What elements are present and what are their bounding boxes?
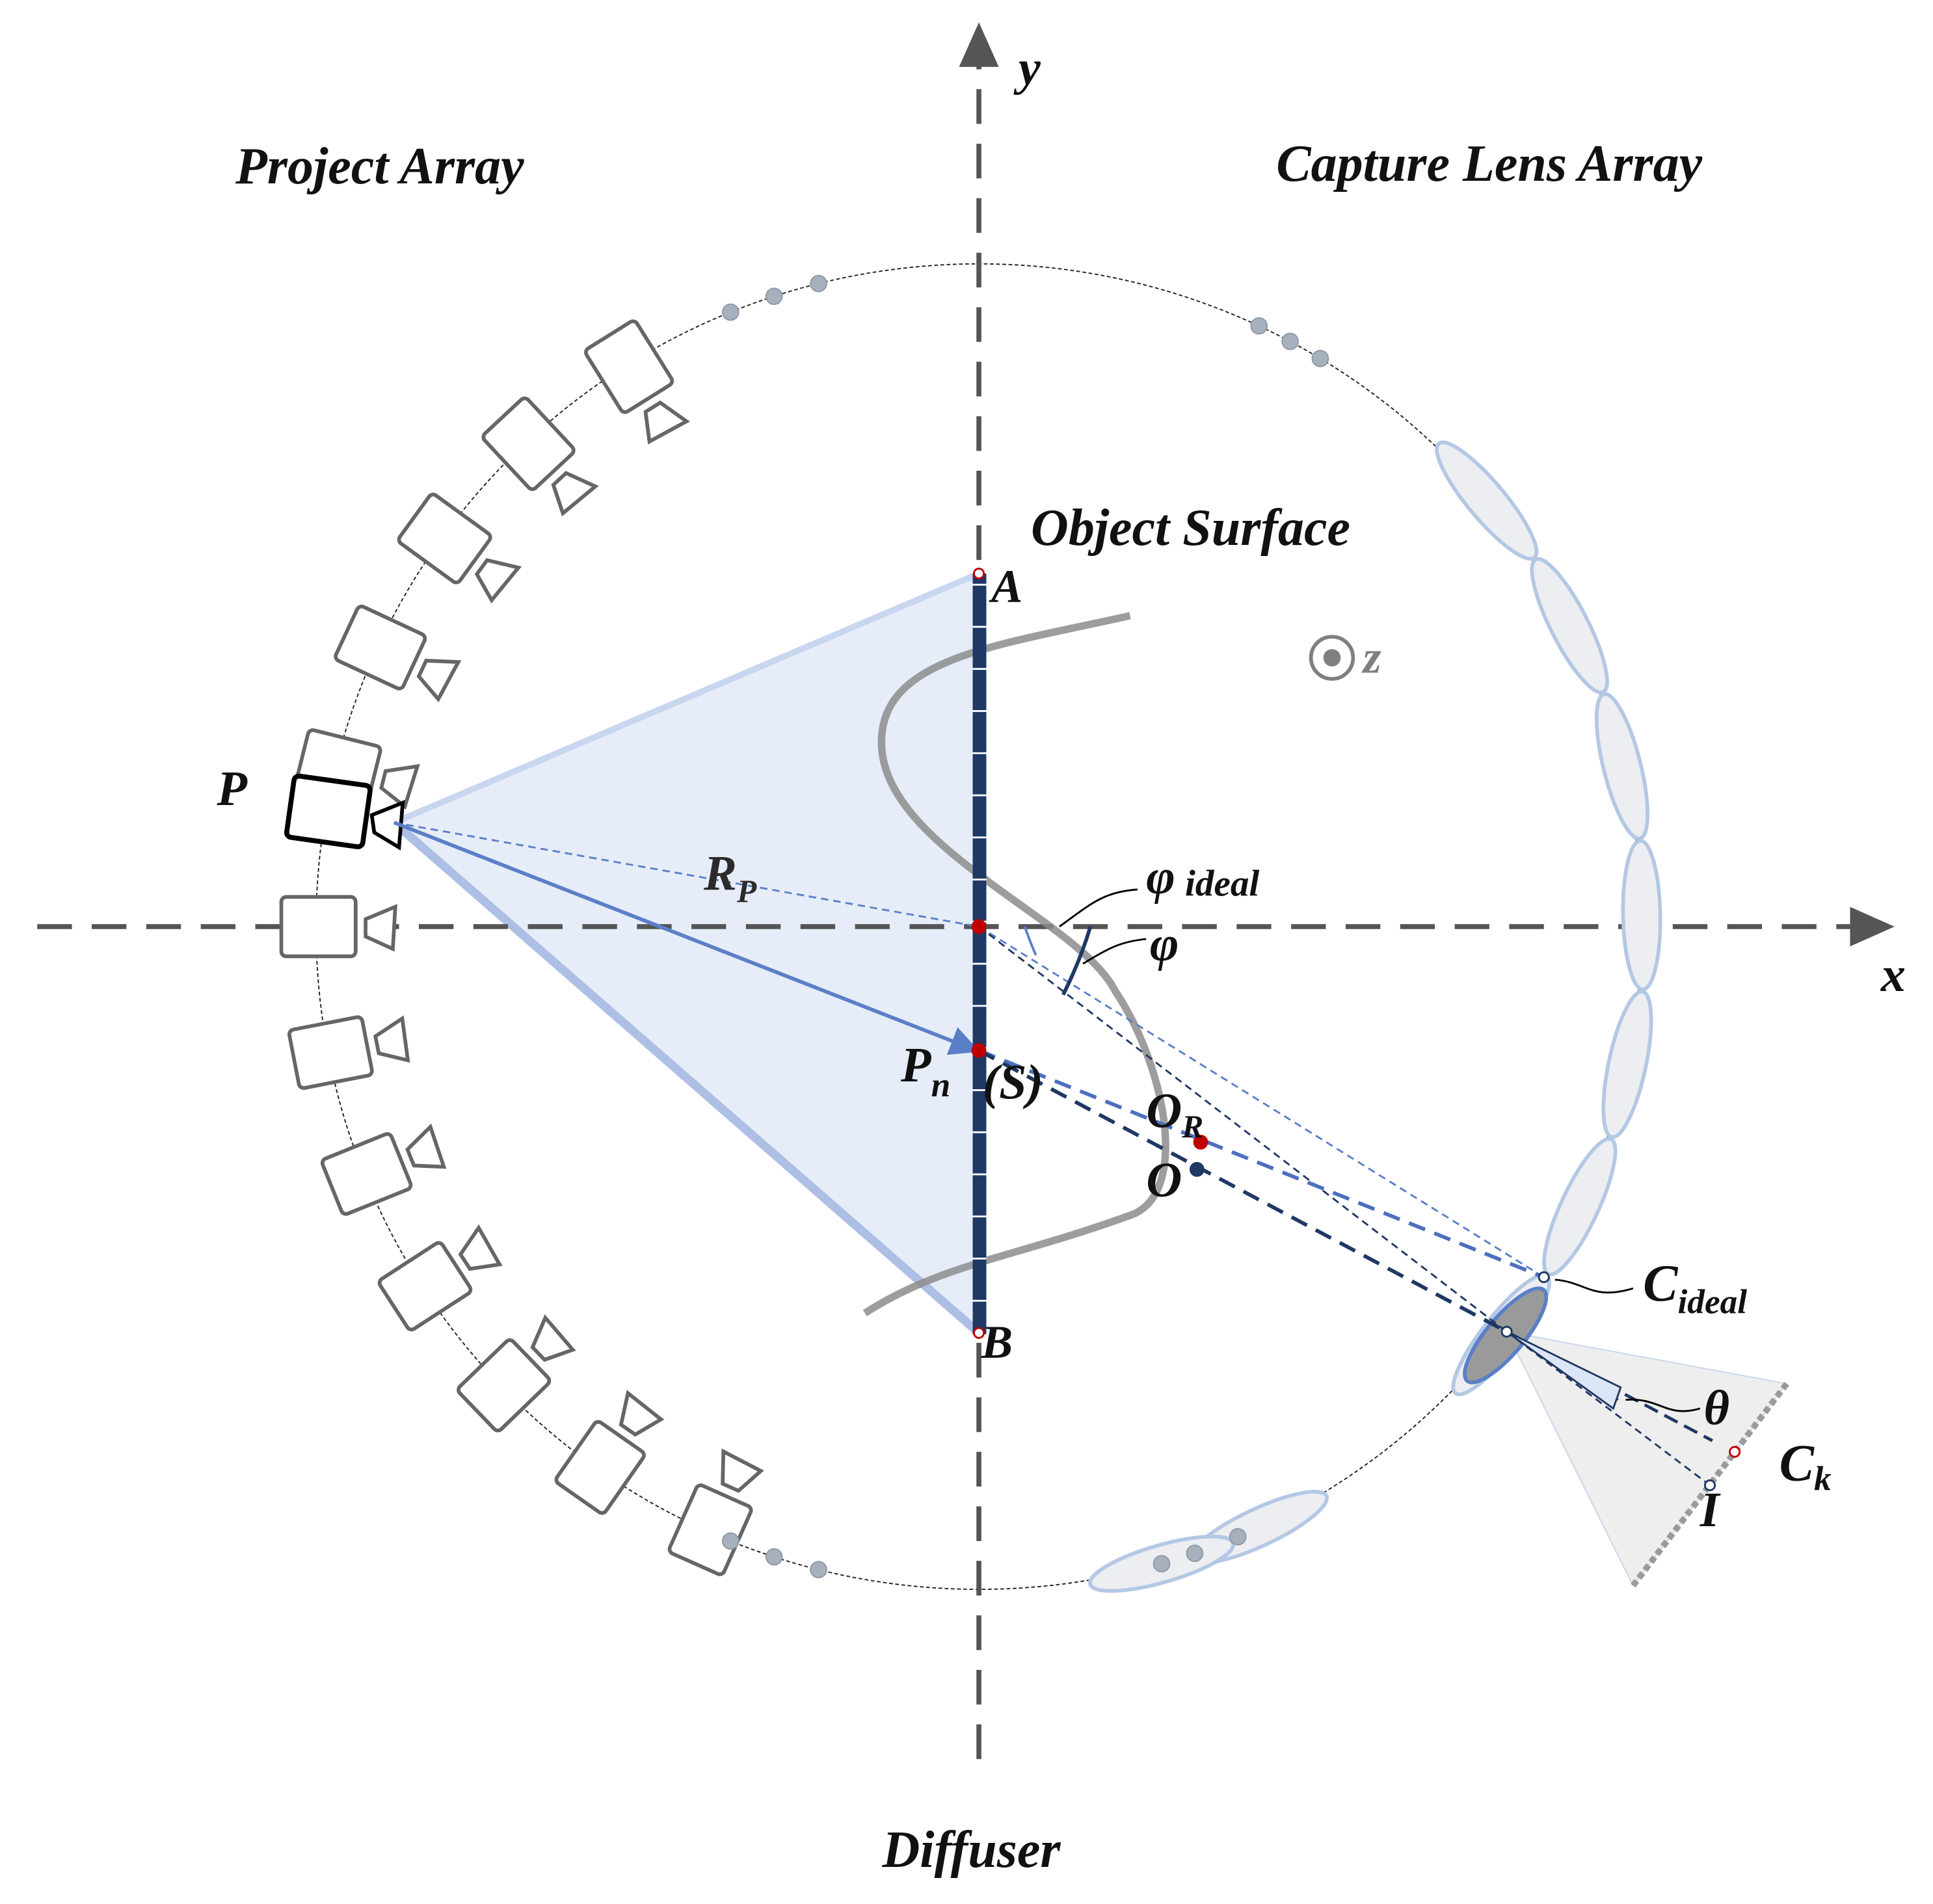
capture-lens — [1621, 839, 1662, 992]
point-ck-center — [1500, 1325, 1513, 1338]
point-i-label: I — [1700, 1483, 1721, 1537]
x-axis-label: x — [1880, 947, 1906, 1002]
phi-leader — [1082, 938, 1147, 965]
projector-unit — [320, 1123, 447, 1216]
capture-lens — [1542, 1137, 1618, 1276]
diffuser-label: Diffuser — [881, 1821, 1061, 1879]
o-label: O — [1146, 1153, 1182, 1208]
projector-unit — [287, 1015, 410, 1091]
active-projector-p — [284, 773, 405, 851]
sensor-plane — [1631, 1382, 1789, 1588]
ring-dot — [1153, 1555, 1171, 1573]
point-b-label: B — [981, 1316, 1013, 1368]
ck-ray-wedge — [1506, 1330, 1622, 1410]
ring-dot — [1229, 1527, 1247, 1546]
ring-dot — [810, 1561, 827, 1579]
point-a — [973, 567, 985, 580]
pn-label: Pn — [900, 1038, 950, 1104]
capture-frustum — [1505, 1330, 1788, 1587]
ck-subscript: k — [1814, 1459, 1832, 1498]
ring-dot — [765, 1548, 783, 1566]
rp-label: RP — [703, 846, 757, 909]
cideal-leader — [1554, 1278, 1634, 1294]
point-pn — [971, 1043, 987, 1058]
ray-ck-to-i — [1506, 1330, 1711, 1487]
point-i — [1703, 1479, 1716, 1492]
point-ck-sensor — [1729, 1446, 1741, 1458]
ck-label: Ck — [1780, 1435, 1832, 1498]
capture-lens — [1594, 692, 1649, 841]
frustum-edge-top — [393, 570, 980, 826]
projector-unit — [667, 1448, 764, 1576]
ring-dot — [1311, 349, 1329, 367]
theta-label: θ — [1703, 1381, 1729, 1436]
phi-label: φ — [1150, 916, 1179, 971]
phi-ideal-arc — [1023, 926, 1037, 956]
point-cideal — [1538, 1271, 1550, 1284]
projector-unit — [334, 604, 462, 703]
pn-subscript: n — [931, 1065, 951, 1104]
y-axis-label: y — [1013, 41, 1041, 96]
capture-lens-array-title: Capture Lens Array — [1276, 135, 1702, 192]
ring-dots — [721, 274, 1329, 1579]
projector-unit — [397, 492, 522, 604]
rp-subscript: P — [736, 873, 757, 909]
point-a-label: A — [989, 560, 1022, 613]
capture-lens — [1530, 557, 1609, 694]
s-label: (S) — [983, 1055, 1043, 1110]
point-o — [1189, 1161, 1205, 1177]
point-or — [1193, 1134, 1208, 1150]
ray-origin-to-cideal — [978, 925, 1545, 1278]
projector-unit — [377, 1224, 503, 1332]
theta-leader — [1625, 1398, 1701, 1412]
diffuser-ticks — [972, 583, 987, 1302]
ring-dot — [1281, 332, 1299, 350]
ray-pn-to-ck — [978, 1048, 1508, 1334]
capture-lens — [1601, 989, 1653, 1139]
ring-dot — [1250, 317, 1268, 335]
point-b — [973, 1327, 985, 1339]
ring-dot — [1186, 1544, 1204, 1563]
ring-dot — [765, 287, 783, 306]
c-ideal-subscript: ideal — [1677, 1282, 1747, 1321]
project-array-title: Project Array — [235, 138, 524, 195]
phi-arc — [1061, 926, 1093, 996]
projector-unit — [457, 1314, 576, 1433]
ring-dot — [810, 274, 827, 293]
projector-unit — [279, 895, 397, 959]
ray-pn-to-cideal — [978, 1048, 1545, 1279]
ring-dot — [721, 303, 740, 321]
phi-ideal-subscript: ideal — [1185, 863, 1259, 904]
diffuser-bar — [972, 574, 987, 1334]
z-axis-symbol — [1309, 635, 1355, 681]
ring-dot — [721, 1532, 740, 1550]
object-surface-label: Object Surface — [1031, 499, 1350, 557]
ray-origin-to-ck — [978, 925, 1508, 1333]
point-p-label: P — [216, 761, 248, 816]
c-ideal-label: Cideal — [1643, 1255, 1747, 1321]
projector-array — [279, 319, 764, 1576]
projector-unit — [554, 1390, 665, 1515]
projector-unit — [481, 396, 599, 517]
ray-p-to-pn — [393, 821, 980, 1055]
projector-unit — [584, 319, 690, 445]
origin-point — [971, 919, 987, 934]
phi-ideal-leader — [1059, 888, 1138, 928]
z-axis-label: z — [1361, 630, 1381, 683]
or-subscript: R — [1181, 1109, 1203, 1144]
capture-lens — [1435, 440, 1539, 561]
or-label: OR — [1146, 1084, 1203, 1144]
frustum-edge-bottom — [391, 819, 982, 1336]
object-surface-curve — [862, 612, 1169, 1317]
projection-frustum — [393, 574, 980, 1333]
